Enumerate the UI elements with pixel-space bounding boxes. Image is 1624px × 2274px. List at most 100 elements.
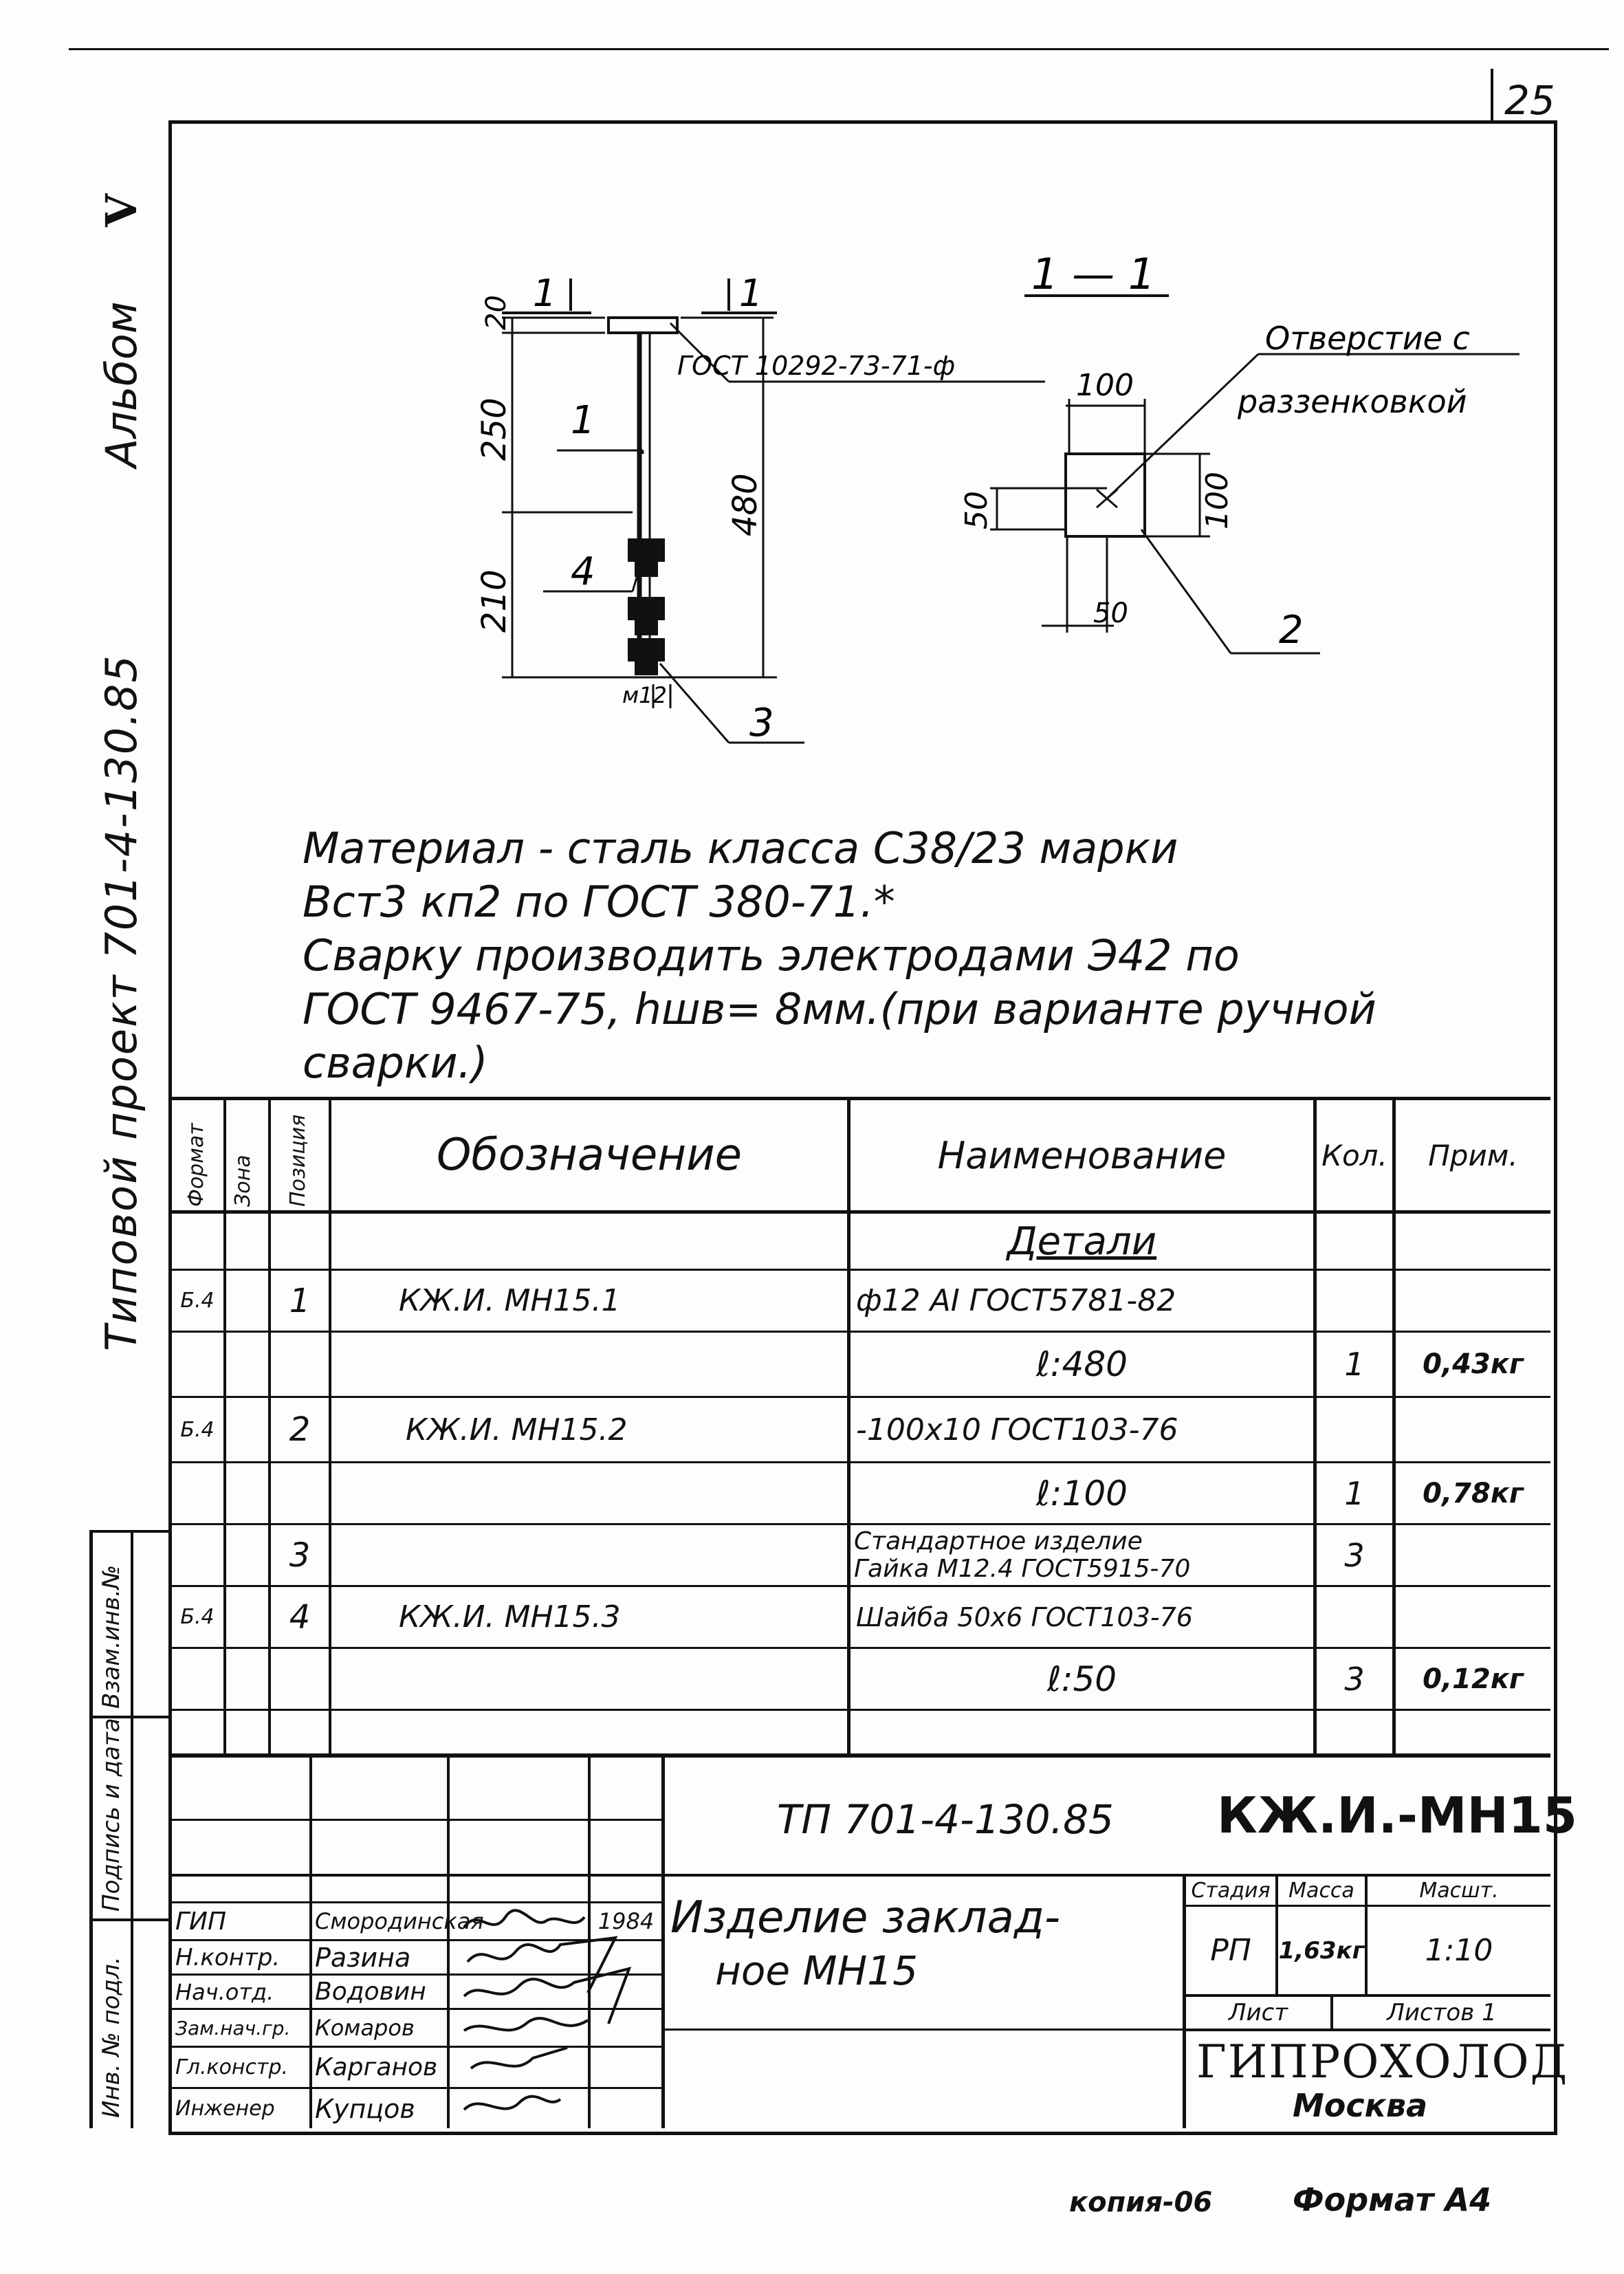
nut-2 bbox=[628, 597, 665, 620]
row6-format: Б.4 bbox=[180, 1605, 215, 1629]
main-frame bbox=[168, 120, 1557, 2135]
item-name-line-2: ное МН15 bbox=[715, 1947, 918, 1994]
sheet-label: Лист bbox=[1228, 1999, 1288, 2026]
left-strip-inv-podl: Инв. № подл. bbox=[98, 1956, 125, 2118]
signature-scribbles bbox=[463, 1909, 632, 2111]
row7-name: ℓ:50 bbox=[1046, 1659, 1117, 1699]
row1-format: Б.4 bbox=[180, 1289, 215, 1313]
plate-section bbox=[1064, 452, 1146, 538]
dim-50-side: 50 bbox=[959, 491, 994, 529]
left-strip-sign-date: Подпись и дата bbox=[98, 1718, 125, 1912]
dim-100-side: 100 bbox=[1200, 472, 1235, 529]
stage-label: Стадия bbox=[1191, 1879, 1271, 1903]
note-line: сварки.) bbox=[303, 1038, 488, 1088]
pos-3-label: 3 bbox=[749, 701, 774, 745]
row5-pos: 3 bbox=[289, 1535, 311, 1575]
signer-name: Водовин bbox=[315, 1978, 426, 2006]
pos-2-label: 2 bbox=[1279, 608, 1304, 653]
signer-name: Смородинская bbox=[315, 1908, 484, 1934]
washer-2 bbox=[635, 617, 658, 635]
hdr-position: Позиция bbox=[286, 1114, 310, 1207]
sheets-label: Листов 1 bbox=[1387, 1999, 1497, 2026]
row4-note: 0,78кг bbox=[1423, 1477, 1524, 1509]
dim-480: 480 bbox=[726, 473, 765, 536]
signature-gip bbox=[463, 1909, 586, 1929]
hdr-zone: Зона bbox=[231, 1155, 255, 1207]
row1-name: ф12 АI ГОСТ5781-82 bbox=[856, 1283, 1176, 1318]
row5-name: Стандартное изделие bbox=[854, 1527, 1143, 1555]
leader-2 bbox=[1140, 529, 1232, 654]
pos-4-label: 4 bbox=[571, 549, 595, 594]
row7-qty: 3 bbox=[1344, 1660, 1365, 1698]
signature-inzh bbox=[463, 2095, 562, 2111]
signer-role: Нач.отд. bbox=[175, 1978, 274, 2005]
row2-qty: 1 bbox=[1344, 1346, 1365, 1383]
footer-format: Формат А4 bbox=[1293, 2181, 1492, 2218]
row3-format: Б.4 bbox=[180, 1417, 215, 1442]
row3-designation: КЖ.И. МН15.2 bbox=[406, 1412, 628, 1447]
hdr-designation: Обозначение bbox=[436, 1130, 743, 1181]
dim-100-top: 100 bbox=[1076, 368, 1134, 403]
scale-value: 1:10 bbox=[1425, 1933, 1493, 1968]
hdr-name: Наименование bbox=[937, 1133, 1227, 1177]
gost-leader bbox=[669, 322, 730, 383]
left-strip-div1 bbox=[89, 1716, 168, 1718]
signer-name: Карганов bbox=[315, 2053, 438, 2081]
row7-note: 0,12кг bbox=[1423, 1663, 1524, 1695]
nut-3 bbox=[628, 638, 665, 662]
left-strip-vzam-inv: Взам.инв.№ bbox=[98, 1564, 125, 1709]
signer-role: Н.контр. bbox=[175, 1943, 281, 1971]
hole-leader bbox=[1106, 353, 1260, 500]
hdr-qty: Кол. bbox=[1321, 1138, 1387, 1172]
sheet-no-box-left bbox=[1491, 69, 1493, 124]
signature-nachotd bbox=[463, 1967, 632, 2024]
leader-4 bbox=[631, 556, 644, 592]
note-line: Сварку производить электродами Э42 по bbox=[303, 930, 1240, 981]
section-label: 1 — 1 bbox=[1031, 249, 1155, 299]
left-strip-div2 bbox=[89, 1918, 168, 1921]
signature-nkontr bbox=[466, 1936, 618, 1993]
dim-m12: м12 bbox=[622, 682, 667, 708]
hdr-note: Прим. bbox=[1428, 1138, 1518, 1172]
row2-name: ℓ:480 bbox=[1036, 1344, 1128, 1384]
washer-3 bbox=[635, 659, 658, 675]
pos-1-label: 1 bbox=[571, 398, 595, 443]
organization: ГИПРОХОЛОД bbox=[1196, 2035, 1569, 2088]
dim-20: 20 bbox=[481, 295, 512, 330]
signer-role: ГИП bbox=[175, 1907, 227, 1936]
notes-block: Материал - сталь класса С38/23 марки Вст… bbox=[303, 822, 1376, 1090]
dim-50-bottom: 50 bbox=[1093, 598, 1128, 629]
signer-name: Комаров bbox=[315, 2015, 415, 2041]
scale-label: Масшт. bbox=[1419, 1879, 1499, 1903]
nut-1 bbox=[628, 538, 665, 562]
row6-pos: 4 bbox=[289, 1597, 311, 1637]
signature-zam bbox=[463, 2017, 589, 2032]
row2-note: 0,43кг bbox=[1423, 1348, 1524, 1380]
note-line: ГОСТ 9467-75, hшв= 8мм.(при варианте руч… bbox=[303, 984, 1376, 1034]
dim-210: 210 bbox=[475, 569, 514, 633]
top-trim-line bbox=[69, 48, 1609, 50]
plate-top bbox=[607, 316, 679, 334]
note-line: Материал - сталь класса С38/23 марки bbox=[303, 823, 1178, 873]
signer-role: Зам.нач.гр. bbox=[175, 2016, 291, 2040]
row5-name-cell: Стандартное изделие Гайка М12.4 ГОСТ5915… bbox=[854, 1527, 1313, 1584]
city: Москва bbox=[1293, 2087, 1428, 2124]
leader-3 bbox=[659, 663, 730, 743]
row3-pos: 2 bbox=[289, 1410, 311, 1449]
hdr-format: Формат bbox=[184, 1123, 208, 1207]
sheet-number: 25 bbox=[1504, 77, 1555, 124]
mass-value: 1,63кг bbox=[1278, 1936, 1365, 1965]
row1-designation: КЖ.И. МН15.1 bbox=[399, 1283, 621, 1318]
row1-pos: 1 bbox=[289, 1281, 311, 1320]
stage-value: РП bbox=[1210, 1933, 1251, 1968]
signer-role: Инженер bbox=[175, 2097, 275, 2121]
left-strip-inner bbox=[131, 1530, 133, 2128]
row6-designation: КЖ.И. МН15.3 bbox=[399, 1599, 621, 1635]
dim-250: 250 bbox=[475, 397, 514, 461]
mass-label: Масса bbox=[1288, 1879, 1354, 1903]
signer-name: Купцов bbox=[315, 2093, 415, 2124]
row4-qty: 1 bbox=[1344, 1474, 1365, 1512]
signer-date: 1984 bbox=[597, 1908, 655, 1934]
note-line: Вст3 кп2 по ГОСТ 380-71.* bbox=[303, 877, 895, 927]
